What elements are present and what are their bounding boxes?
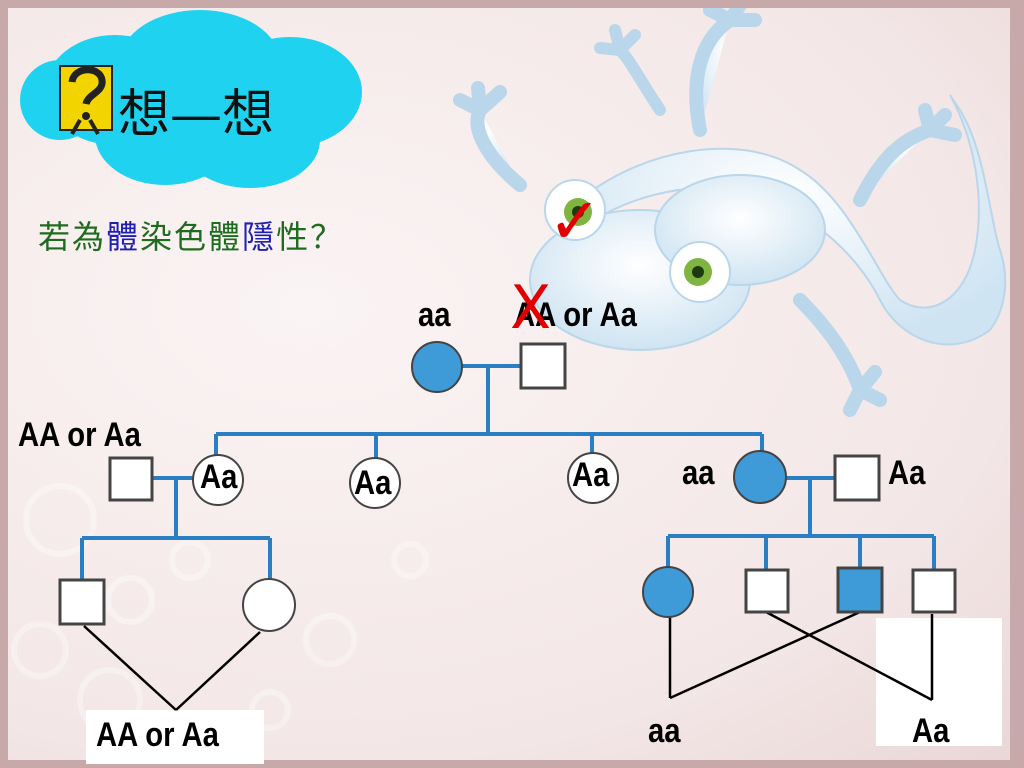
gen2-unaffected-male-left	[108, 456, 154, 502]
gen3-right-unaffected-male-2	[911, 568, 957, 614]
slide-title: 想—想	[118, 85, 275, 145]
genotype-gen3-left-children: AA or Aa	[96, 716, 219, 754]
check-mark-icon: ✓	[548, 185, 602, 259]
genotype-gen3-right-unaffected: Aa	[912, 712, 950, 750]
gen2-affected-female	[733, 450, 787, 504]
gen3-right-affected-female	[642, 566, 694, 618]
genotype-gen1-mother: aa	[418, 296, 451, 334]
gen3-right-unaffected-male-1	[744, 568, 790, 614]
label-box-left	[86, 710, 264, 764]
genotype-gen2-husband-right: Aa	[888, 454, 926, 492]
gen1-affected-female	[411, 341, 463, 393]
question-part3: 染色體	[140, 218, 243, 256]
question-text: 若為體染色體隱性？	[38, 212, 344, 258]
genotype-gen2-daughter-3: Aa	[572, 456, 610, 494]
question-part2: 體	[106, 218, 141, 256]
genotype-gen1-father: AA or Aa	[514, 296, 637, 334]
genotype-gen3-right-affected: aa	[648, 712, 681, 750]
question-part4: 隱	[242, 218, 277, 256]
gen2-unaffected-male-right	[833, 454, 881, 502]
pedigree-lines	[80, 364, 936, 580]
gen2-unaffected-female-3	[567, 452, 619, 504]
title-cloud	[20, 10, 362, 188]
gen1-unaffected-male	[519, 342, 567, 390]
gen3-right-affected-male	[836, 566, 884, 614]
gen3-left-unaffected-female	[242, 578, 296, 632]
question-part1: 若為	[38, 218, 107, 256]
gen2-unaffected-female-1	[192, 454, 244, 506]
genotype-gen2-daughter-1: Aa	[200, 458, 238, 496]
gen3-left-unaffected-male	[58, 578, 106, 626]
genotype-gen2-husband-left: AA or Aa	[18, 416, 141, 454]
question-part5: 性？	[276, 218, 345, 256]
gen2-unaffected-female-2	[349, 457, 401, 509]
gecko-illustration	[453, 0, 1007, 417]
cross-mark-icon: X	[510, 273, 552, 343]
genotype-pointer-lines	[83, 610, 934, 711]
genotype-gen2-daughter-2: Aa	[354, 464, 392, 502]
genotype-gen2-daughter-4: aa	[682, 454, 715, 492]
